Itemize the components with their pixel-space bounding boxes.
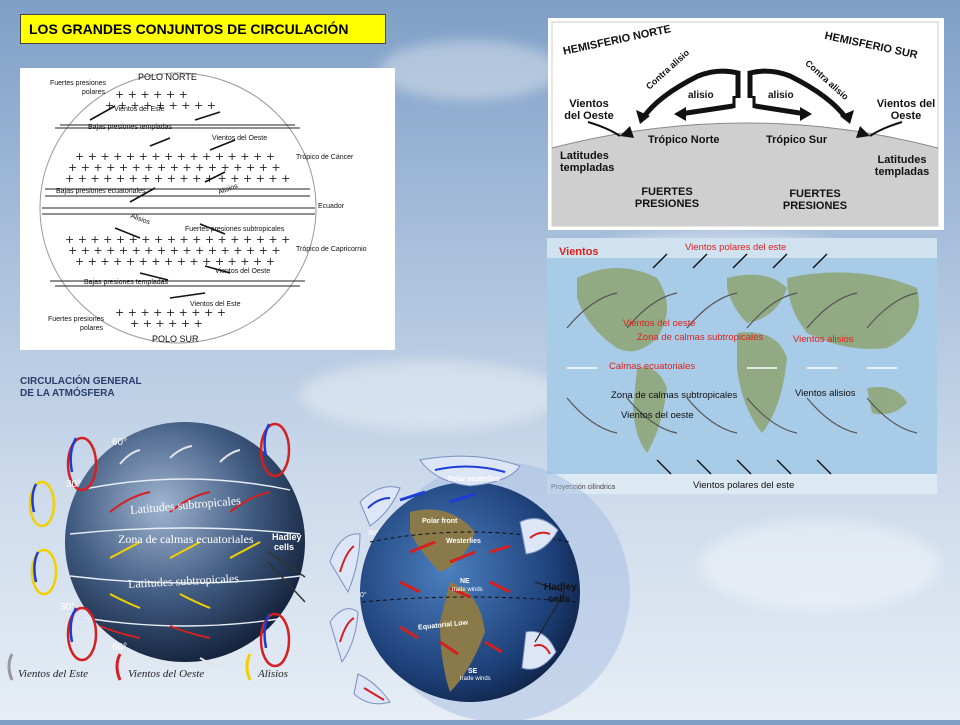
hadley-cells-label: cells [548,594,571,605]
svg-text:+ + + + + + + + + + + + + + +: + + + + + + + + + + + + + + + + + [68,244,281,257]
bajas-templadas-label: Bajas presiones templadas [88,124,173,131]
proyeccion-label: Proyección cilíndrica [551,484,616,491]
vientos-alisios-label: Vientos alisios [795,388,856,399]
hadley-label: Hadley [272,532,302,542]
svg-text:+ + + + + + + + + + + + + + +: + + + + + + + + + + + + + + + + [75,150,275,163]
latitude-label: 0° [360,592,367,599]
vientos-oeste-label: Vientos del Oeste [215,268,271,275]
tropico-sur-label: Trópico Sur [766,134,828,146]
circulacion-heading: DE LA ATMÓSFERA [20,388,115,399]
latitudes-templadas-label: Latitudes templadas [560,150,615,174]
svg-text:+ + + + + + + + + + + + + + +: + + + + + + + + + + + + + + + + + + [65,172,290,185]
legend-alisios: Alisios [258,668,288,680]
trade-winds-label: trade winds [452,587,483,593]
svg-text:+ + + + + + + + + + + + + + +: + + + + + + + + + + + + + + + + [75,255,275,268]
trade-winds-label: trade winds [460,676,491,682]
latitudes-templadas-label: Latitudes templadas [874,154,930,178]
hadley-cells-globe: Polar easterlies Polar front Westerlies … [300,442,640,722]
pressure-diagram: + + + + + + + + + + + + + + + + + + + + … [20,68,395,350]
legend-vientos-este: Vientos del Este [18,668,89,680]
latitude-label: 60° [112,642,128,653]
vientos-oeste-label: Vientos del Oeste [876,98,936,122]
right-globe-graphic [329,455,630,722]
ne-label: NE [460,578,470,585]
legend-vientos-oeste: Vientos del Oeste [128,668,205,680]
vientos-polares-este-label: Vientos polares del este [685,242,787,253]
calmas-ecuatoriales-label: Calmas ecuatoriales [609,361,696,372]
vientos-oeste-label: Vientos del oeste [623,318,696,329]
fuertes-presiones-label: Fuertes presiones [48,316,105,323]
svg-text:+ + + + + + + + +: + + + + + + + + + [105,99,216,112]
latitude-label: 30° [66,479,82,490]
world-wind-map: Vientos Vientos polares del este Vientos… [547,238,937,494]
alisio-label: alisio [688,90,714,101]
vientos-este-label: Vientos del Este [190,301,241,308]
polo-norte-label: POLO NORTE [138,72,197,82]
bajas-ecuatoriales-label: Bajas presiones ecuatoriales [56,188,146,195]
svg-text:+ + + + + +: + + + + + + [115,88,188,101]
hemisphere-diagram-graphic [551,21,939,227]
world-map-graphic [547,238,937,494]
vientos-oeste-label: Vientos del Oeste [564,98,614,122]
map-header: Vientos [559,246,599,258]
left-globe-graphic [7,422,306,681]
zona-calmas-label: Zona de calmas subtropicales [611,390,738,401]
fuertes-presiones-label: FUERTES PRESIONES [782,188,848,212]
zona-calmas-label: Zona de calmas subtropicales [637,332,764,343]
polares-label: polares [80,325,103,332]
svg-text:+ + + + + + + + +: + + + + + + + + + [115,306,226,319]
svg-text:+ + + + + +: + + + + + + [130,317,203,330]
latitude-label: 30° [60,602,76,613]
cloud [380,40,560,100]
fuertes-presiones-label: Fuertes presiones [50,80,107,87]
page-title-text: LOS GRANDES CONJUNTOS DE CIRCULACIÓN [29,21,349,37]
svg-text:+ + + + + + + + + + + + + + +: + + + + + + + + + + + + + + + + + + [65,233,290,246]
ecuador-label: Ecuador [318,203,345,210]
fuertes-presiones-label: FUERTES PRESIONES [634,186,700,210]
fuertes-subtropicales-label: Fuertes presiones subtropicales [185,226,285,233]
zona-calmas-label: Zona de calmas ecuatoriales [118,532,254,546]
latitude-label: 60° [112,437,128,448]
hadley-label: Hadley [544,582,577,593]
tropico-norte-label: Trópico Norte [648,134,720,146]
svg-text:+ + + + + + + + + + + + + + +: + + + + + + + + + + + + + + + + + [68,161,281,174]
latitude-label: 30° [368,530,379,537]
cloud [300,360,560,430]
page-title: LOS GRANDES CONJUNTOS DE CIRCULACIÓN [20,14,386,44]
tropico-capricornio-label: Trópico de Capricornio [296,246,367,253]
westerlies-label: Westerlies [446,538,481,545]
tropico-cancer-label: Trópico de Cáncer [296,154,354,161]
cloud [700,520,940,610]
polares-label: polares [82,89,105,96]
polar-front-label: Polar front [422,518,458,525]
hemisphere-diagram: HEMISFERIO NORTE HEMISFERIO SUR Contra a… [548,18,944,230]
vientos-alisios-label: Vientos alisios [793,334,854,345]
vientos-oeste-label: Vientos del oeste [621,410,694,421]
alisio-label: alisio [768,90,794,101]
polar-easterlies-label: Polar easterlies [448,476,500,483]
hadley-cells-label: cells [274,542,295,552]
vientos-polares-este-label: Vientos polares del este [693,480,795,491]
se-label: SE [468,668,478,675]
pressure-diagram-graphic: + + + + + + + + + + + + + + + + + + + + … [39,72,317,344]
polo-sur-label: POLO SUR [152,334,199,344]
vientos-este-label: Vientos del Este [114,106,165,113]
bajas-templadas-label: Bajas presiones templadas [84,279,169,286]
vientos-oeste-label: Vientos del Oeste [212,135,268,142]
atmosphere-circulation-globe: CIRCULACIÓN GENERAL DE LA ATMÓSFERA [0,372,320,720]
circulacion-heading: CIRCULACIÓN GENERAL [20,376,142,387]
